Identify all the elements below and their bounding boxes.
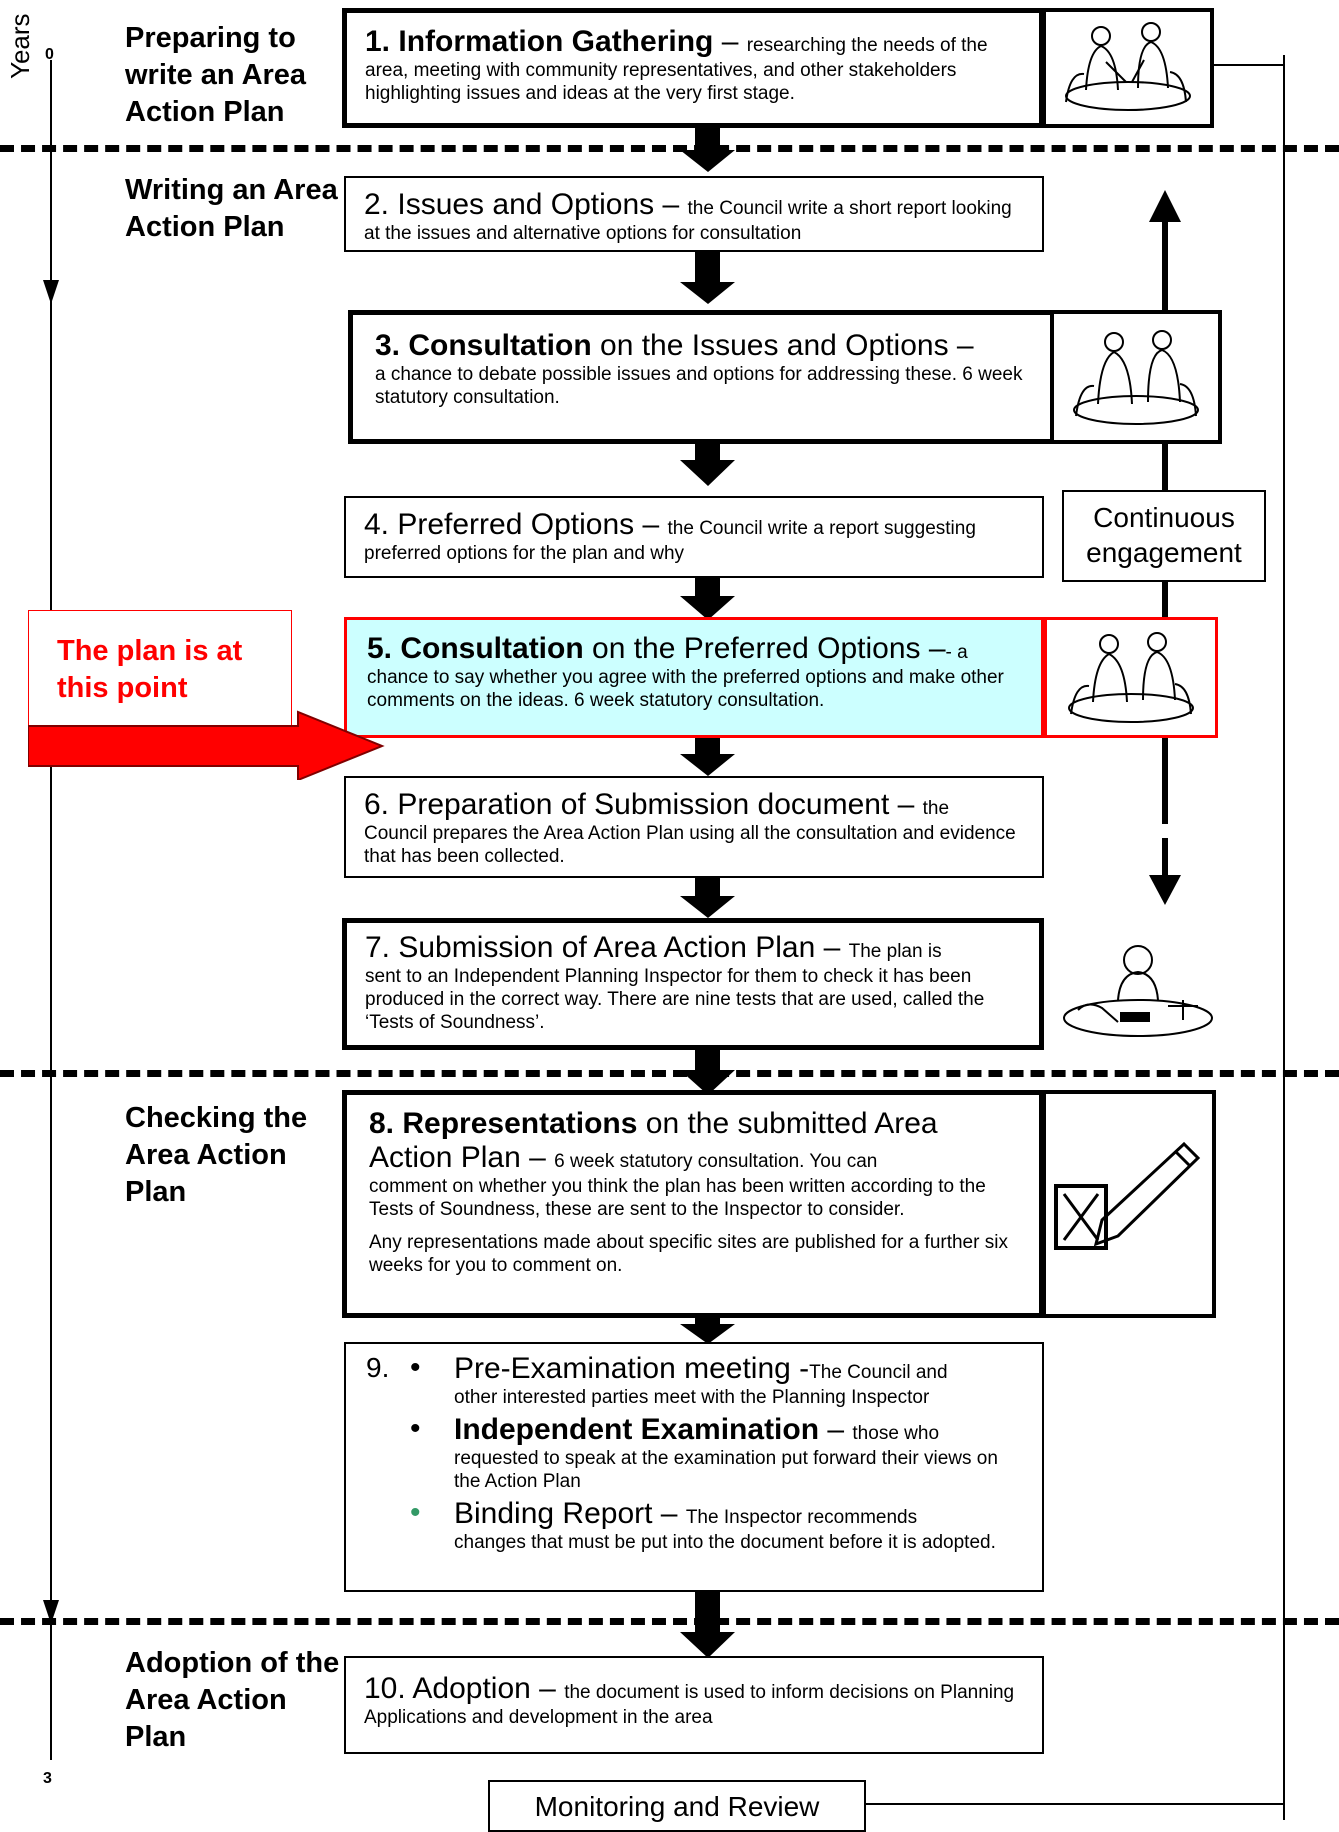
inspector-illustration xyxy=(1063,945,1213,1037)
meeting-icon xyxy=(1065,22,1191,111)
step-1-title: 1. Information Gathering xyxy=(365,25,714,58)
step-9-item-1-dash: - xyxy=(790,1352,810,1385)
step-9-item-1-lead: The Council and xyxy=(809,1362,948,1383)
step-9-item-3-lead: The Inspector recommends xyxy=(685,1507,918,1528)
step-2-desc: the Council write a short report looking… xyxy=(364,198,1012,244)
step-7-box: 7. Submission of Area Action Plan – The … xyxy=(342,918,1044,1050)
meeting-illustration-3 xyxy=(1050,310,1222,444)
step-5-title-rest: on the Preferred Options – xyxy=(583,632,946,665)
bullet-icon: • xyxy=(410,1412,421,1445)
step-9-item-2-title: Independent Examination xyxy=(454,1413,820,1446)
step-8-dash: – xyxy=(520,1141,555,1174)
step-8-desc2: Any representations made about specific … xyxy=(369,1232,1008,1276)
step-3-title-rest: on the Issues and Options – xyxy=(591,329,974,362)
ballot-pencil-icon xyxy=(1054,1141,1201,1250)
step-3-title: 3. Consultation xyxy=(375,329,592,362)
step-1-desc: researching the needs of the area, meeti… xyxy=(365,35,988,104)
step-9-item-2: • Independent Examination – those who re… xyxy=(410,1413,1022,1493)
step-8-title: 8. Representations xyxy=(369,1107,638,1140)
step-6-desc-lead: the xyxy=(922,798,950,819)
stage-preparing: Preparing to write an Area Action Plan xyxy=(125,22,307,128)
step-5-box: 5. Consultation on the Preferred Options… xyxy=(344,617,1044,738)
step-9-item-1-title: Pre-Examination meeting xyxy=(454,1352,791,1385)
step-8-box: 8. Representations on the submitted Area… xyxy=(342,1090,1044,1318)
step-7-title: 7. Submission of Area Action Plan xyxy=(365,931,816,964)
step-9-item-2-dash: – xyxy=(819,1413,853,1446)
step-2-box: 2. Issues and Options – the Council writ… xyxy=(344,176,1044,252)
stage-divider xyxy=(0,1070,1339,1077)
step-9-item-3: • Binding Report – The Inspector recomme… xyxy=(410,1497,1022,1554)
step-6-dash: – xyxy=(889,788,923,821)
step-7-dash: – xyxy=(815,931,849,964)
step-5-desc: chance to say whether you agree with the… xyxy=(367,667,1004,711)
step-9-item-3-desc: changes that must be put into the docume… xyxy=(454,1532,996,1553)
step-2-dash: – xyxy=(654,188,688,221)
stage-checking: Checking the Area Action Plan xyxy=(125,1102,308,1208)
step-5-title: 5. Consultation xyxy=(367,632,584,665)
step-10-desc: the document is used to inform decisions… xyxy=(364,1682,1015,1728)
step-8-desc-lead: 6 week statutory consultation. You can xyxy=(554,1151,878,1172)
ballot-illustration xyxy=(1042,1090,1216,1318)
step-1-box: 1. Information Gathering – researching t… xyxy=(342,8,1044,128)
step-9-number: 9. xyxy=(366,1352,390,1383)
step-7-desc: sent to an Independent Planning Inspecto… xyxy=(365,966,985,1033)
step-6-desc: Council prepares the Area Action Plan us… xyxy=(364,823,1016,867)
current-stage-callout: The plan is at this point xyxy=(28,610,292,730)
step-4-dash: – xyxy=(634,508,668,541)
step-4-desc: the Council write a report suggesting pr… xyxy=(364,518,976,564)
step-1-dash: – xyxy=(713,25,747,58)
bullet-icon: • xyxy=(410,1351,421,1384)
step-10-box: 10. Adoption – the document is used to i… xyxy=(344,1656,1044,1754)
step-5-desc-lead: - a xyxy=(945,642,968,663)
step-2-title: 2. Issues and Options xyxy=(364,188,655,221)
stage-writing: Writing an Area Action Plan xyxy=(125,174,338,243)
step-6-box: 6. Preparation of Submission document – … xyxy=(344,776,1044,878)
step-9-item-2-desc: requested to speak at the examination pu… xyxy=(454,1448,998,1492)
years-axis-line xyxy=(43,60,59,1760)
step-9-item-1-desc: other interested parties meet with the P… xyxy=(454,1387,930,1408)
continuous-engagement-box: Continuous engagement xyxy=(1062,490,1266,582)
stage-divider xyxy=(0,1618,1339,1625)
step-3-box: 3. Consultation on the Issues and Option… xyxy=(348,310,1056,444)
meeting-icon xyxy=(1068,632,1194,723)
meeting-illustration-1 xyxy=(1042,8,1214,128)
step-3-desc: a chance to debate possible issues and o… xyxy=(375,364,1023,408)
step-8-desc: comment on whether you think the plan ha… xyxy=(369,1176,986,1220)
stage-adoption: Adoption of the Area Action Plan xyxy=(125,1647,340,1753)
stage-divider xyxy=(0,145,1339,152)
step-4-title: 4. Preferred Options xyxy=(364,508,635,541)
step-8-title-rest: on the submitted Area xyxy=(637,1107,938,1140)
monitoring-review-box: Monitoring and Review xyxy=(488,1780,866,1832)
step-9-item-3-title: Binding Report xyxy=(454,1497,653,1530)
meeting-illustration-5 xyxy=(1044,617,1218,738)
years-axis-end: 3 xyxy=(43,1770,52,1787)
meeting-icon xyxy=(1073,330,1199,425)
step-10-dash: – xyxy=(530,1672,565,1705)
step-9-box: 9. • Pre-Examination meeting -The Counci… xyxy=(344,1342,1044,1592)
step-4-box: 4. Preferred Options – the Council write… xyxy=(344,496,1044,578)
step-8-line2: Action Plan xyxy=(369,1141,521,1174)
current-stage-arrow xyxy=(28,710,385,780)
step-6-title: 6. Preparation of Submission document xyxy=(364,788,890,821)
step-9-item-3-dash: – xyxy=(652,1497,686,1530)
step-10-title: 10. Adoption xyxy=(364,1672,531,1705)
bullet-icon: • xyxy=(410,1496,421,1529)
years-axis-start: 0 xyxy=(45,46,54,63)
step-7-desc-lead: The plan is xyxy=(848,941,942,962)
step-9-item-1: 9. • Pre-Examination meeting -The Counci… xyxy=(366,1352,1022,1409)
step-9-item-2-lead: those who xyxy=(852,1423,940,1444)
